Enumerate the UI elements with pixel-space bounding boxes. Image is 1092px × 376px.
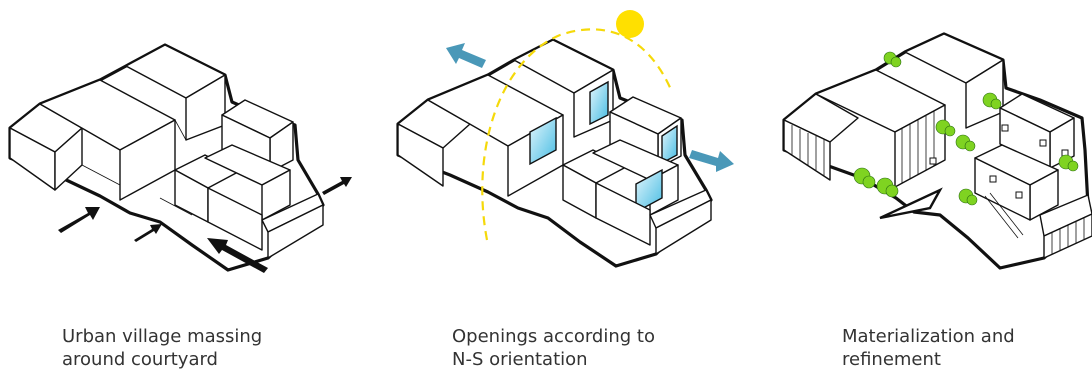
tree-icon (958, 188, 978, 206)
p2-left-block-front (397, 123, 444, 187)
caption-massing: Urban village massing around courtyard (62, 325, 322, 371)
arrow-icon (134, 224, 162, 242)
plinth-line (159, 197, 193, 216)
long-block-edge (81, 127, 121, 151)
caption-line: Urban village massing (62, 326, 263, 347)
arrow-icon (689, 150, 734, 172)
front-right-block-left (207, 187, 263, 251)
window-mullions (1051, 218, 1085, 254)
siding-lines (791, 125, 825, 176)
arrow-icon (446, 43, 486, 68)
tree-icon (955, 134, 976, 152)
p2-front-low-face (655, 199, 712, 255)
tree-icon (935, 119, 956, 137)
glass-opening (529, 116, 557, 166)
tree-icon (1058, 154, 1079, 172)
arrow-icon (207, 238, 268, 273)
p3-low-wing (1039, 194, 1092, 237)
caption-materialization: Materialization and refinement (842, 325, 1092, 371)
tree-icon (853, 167, 876, 189)
tall-block-edge (174, 119, 187, 141)
front-right-block-front (261, 169, 291, 221)
caption-line: Materialization and (842, 326, 1015, 347)
sun-icon (616, 10, 644, 38)
tree-icon (876, 177, 899, 198)
glass-opening (589, 80, 609, 126)
stair (984, 192, 1024, 239)
massing-panel-1 (8, 43, 352, 273)
p2-front-right-left (595, 182, 651, 246)
caption-line: N-S orientation (452, 349, 588, 370)
massing-panel-3 (782, 32, 1092, 270)
arrow-icon (58, 207, 100, 233)
sun-path-arc (481, 28, 674, 241)
siding-lines (901, 111, 935, 183)
tree-icon (982, 92, 1002, 110)
tree-icon (883, 51, 902, 68)
front-low-block-face (267, 204, 324, 259)
windows (929, 124, 1069, 199)
glass-opening (661, 124, 678, 165)
caption-line: refinement (842, 349, 941, 370)
cantilever-soffit (879, 187, 943, 220)
massing-panel-2 (396, 10, 734, 268)
arrow-icon (322, 177, 352, 195)
long-block-floor-line (81, 164, 121, 186)
caption-openings: Openings according to N-S orientation (452, 325, 712, 371)
p3-long-block-front (894, 104, 946, 188)
p3-left-block-front (783, 119, 831, 181)
caption-line: around courtyard (62, 349, 218, 370)
caption-line: Openings according to (452, 326, 655, 347)
p3-front-right-left (974, 157, 1031, 221)
